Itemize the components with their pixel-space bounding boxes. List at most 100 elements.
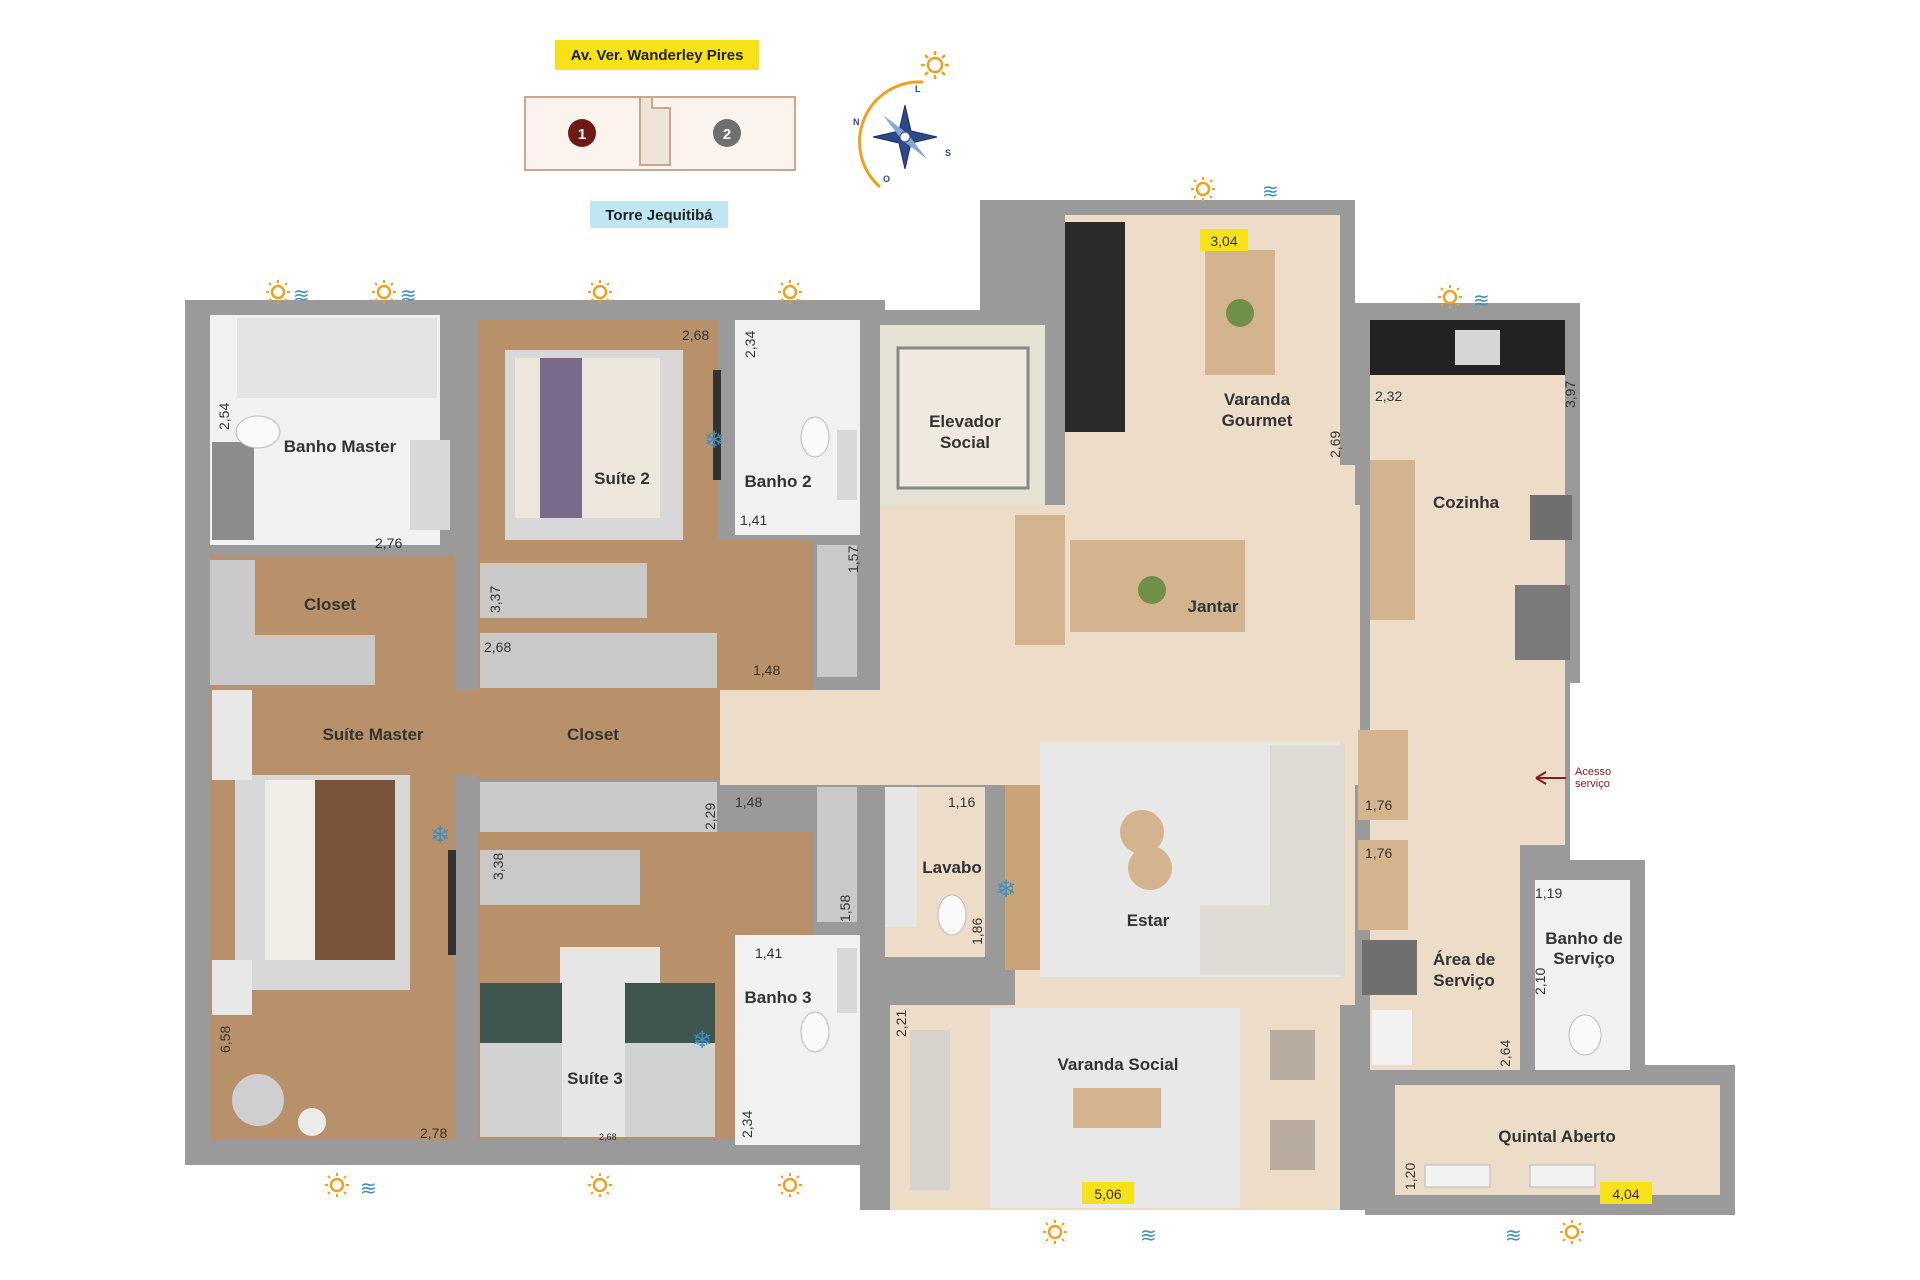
dim-highlight [1600, 1182, 1652, 1204]
gourmet-plant [1226, 299, 1254, 327]
sun-icon [778, 280, 802, 304]
dim: 2,34 [739, 1111, 755, 1138]
room-banho3: Banho 3 [744, 988, 811, 1007]
room-cozinha: Cozinha [1433, 493, 1500, 512]
room-elevador-l2: Social [940, 433, 990, 452]
varanda-social-table [1073, 1088, 1161, 1128]
dining-plant [1138, 576, 1166, 604]
room-closet2: Closet [567, 725, 619, 744]
toilet-master [235, 415, 281, 449]
dim: 2,68 [682, 327, 709, 343]
dim: 5,06 [1094, 1186, 1121, 1202]
closet2-shelf-c [480, 782, 717, 832]
room-suite-master: Suíte Master [322, 725, 423, 744]
dim: 1,16 [948, 794, 975, 810]
snowflake-icon: ❄ [430, 822, 450, 849]
dim: 1,19 [1535, 885, 1562, 901]
master-blanket [315, 780, 395, 960]
dim: 3,38 [490, 853, 506, 880]
compass-l: L [915, 84, 921, 94]
dim: 2,78 [420, 1125, 447, 1141]
dim: 1,41 [755, 945, 782, 961]
dim: 1,86 [969, 918, 985, 945]
dim: 2,68 [599, 1132, 617, 1142]
service-access-marker: Acesso serviço [1535, 766, 1611, 790]
quintal-bench-right [1529, 1164, 1596, 1188]
sun-path-arc [858, 80, 924, 189]
closet-master-shelf-h [255, 635, 375, 685]
sun-icon [778, 1173, 802, 1197]
suite2-tv [713, 370, 721, 480]
dim: 1,76 [1365, 845, 1392, 861]
varanda-social-chair-top [1270, 1030, 1315, 1080]
dim: 2,34 [742, 331, 758, 358]
suite3-wardrobe [480, 850, 640, 905]
banho3-sink [837, 948, 857, 1013]
dim: 1,76 [1365, 797, 1392, 813]
dim: 3,97 [1562, 381, 1578, 408]
tower-tag [590, 201, 728, 228]
suite3-blanket-right [625, 983, 715, 1043]
sun-icon [1560, 1220, 1584, 1244]
master-nightstand-bottom [212, 960, 252, 1015]
street-label: Av. Ver. Wanderley Pires [571, 47, 744, 64]
room-estar: Estar [1127, 911, 1170, 930]
room-banho-servico-l1: Banho de [1545, 929, 1622, 948]
master-side-table [298, 1108, 326, 1136]
sun-icon [266, 280, 290, 304]
room-suite2: Suíte 2 [594, 469, 650, 488]
estar-tv-rack [1005, 785, 1040, 970]
dim: 2,29 [702, 803, 718, 830]
dim: 2,68 [484, 639, 511, 655]
toilet-banho3 [800, 1011, 830, 1053]
closet2-shelf-a [480, 563, 647, 618]
dim: 2,69 [1327, 431, 1343, 458]
tower-label: Torre Jequitibá [605, 207, 713, 224]
master-tv [448, 850, 456, 955]
dim: 2,10 [1532, 968, 1548, 995]
dim: 6,58 [217, 1026, 233, 1053]
varanda-social-chair-bottom [1270, 1120, 1315, 1170]
toilet-banho2 [800, 416, 830, 458]
unit-2-marker [713, 119, 741, 147]
dim: 2,21 [893, 1010, 909, 1037]
dim: 2,32 [1375, 388, 1402, 404]
compass-rose: N L S O [853, 51, 951, 189]
dim: 4,04 [1612, 1186, 1639, 1202]
service-cabinet-top [1358, 730, 1408, 820]
kitchen-sink [1455, 330, 1500, 365]
room-elevador-l1: Elevador [929, 412, 1001, 431]
dim: 1,41 [740, 512, 767, 528]
room-varanda-gourmet-l1: Varanda [1224, 390, 1291, 409]
toilet-lavabo [937, 894, 967, 936]
orientation-icons: ≋ ≋ ≋ ≋ ≋ ≋ ≋ [266, 177, 1584, 1247]
wind-icon: ≋ [360, 1178, 377, 1200]
wind-icon: ≋ [1505, 1225, 1522, 1247]
kitchen-stove [1530, 495, 1572, 540]
arrow-left-icon [1535, 771, 1566, 785]
lavabo-sink [885, 787, 917, 927]
room-banho-servico-l2: Serviço [1553, 949, 1614, 968]
room-suite3: Suíte 3 [567, 1069, 623, 1088]
gourmet-counter [1065, 222, 1125, 432]
dim: 2,64 [1497, 1040, 1513, 1067]
dimension-labels: 2,54 2,76 2,68 2,34 1,41 1,57 3,04 2,69 … [216, 229, 1652, 1204]
room-area-servico-l1: Área de [1433, 950, 1495, 969]
room-lavabo: Lavabo [922, 858, 982, 877]
closet2-shelf-d [817, 545, 857, 677]
estar-coffee-table [1120, 810, 1164, 854]
quintal-bench-left [1424, 1164, 1491, 1188]
wind-icon: ≋ [293, 285, 310, 307]
unit-1-marker [568, 119, 596, 147]
dim: 1,58 [837, 895, 853, 922]
dim: 2,54 [216, 403, 232, 430]
service-cabinet-bottom [1358, 840, 1408, 930]
washing-machine [1362, 940, 1417, 995]
varanda-social-sofa [910, 1030, 950, 1190]
sun-icon [1043, 1220, 1067, 1244]
room-banho-master: Banho Master [284, 437, 397, 456]
snowflake-icon: ❄ [996, 876, 1016, 903]
room-jantar: Jantar [1187, 597, 1238, 616]
dim: 2,76 [375, 535, 402, 551]
